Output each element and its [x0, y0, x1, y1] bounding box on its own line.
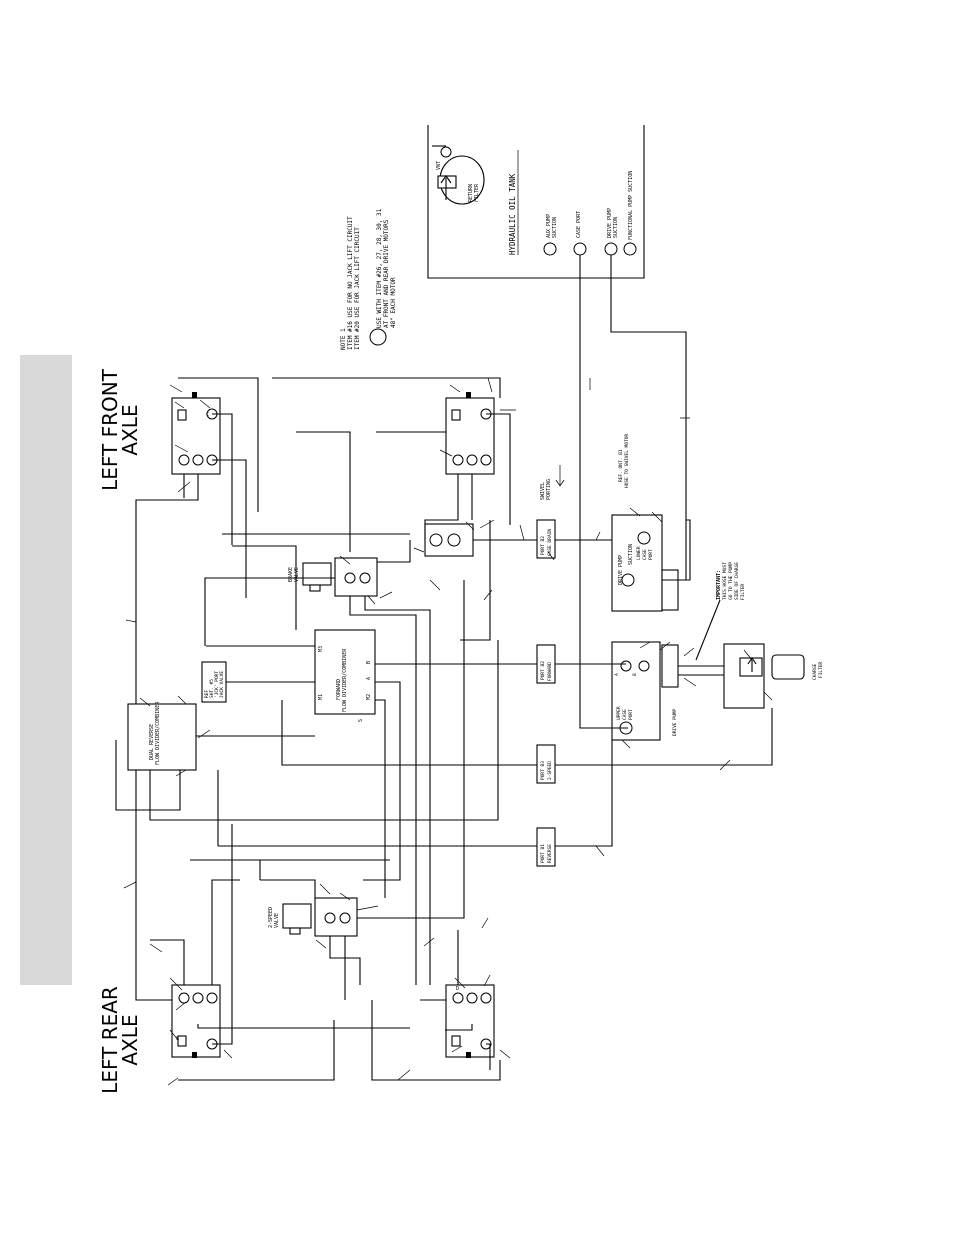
- divider-port-s: S: [358, 719, 364, 722]
- lower-case-label-2: CASE: [642, 549, 648, 560]
- two-speed-label-2: VALVE: [274, 913, 280, 928]
- aux-pump-label-1: AUX PUMP: [546, 214, 552, 238]
- return-filter-label-1: RETURN: [468, 184, 474, 202]
- rear-motor-port-s: S: [176, 1036, 179, 1042]
- drive-pump-lower: DRIVE PUMP SUCTION LOWER CASE PORT REF. …: [611, 434, 679, 612]
- aux-pump-label-2: SUCTION: [552, 217, 558, 238]
- brake-valve-label-2: VALVE: [294, 567, 300, 582]
- drive-pump-upper-label: DRIVE PUMP: [672, 709, 678, 736]
- ref-jack-box: REF SHT. #5 'JCK' PORT JACK VALVE: [201, 661, 227, 703]
- functional-pump-label: FUNCTIONAL PUMP SUCTION: [628, 171, 634, 240]
- hydraulic-oil-tank: VNT RETURN FILTER HYDRAULIC OIL TANK AUX…: [427, 125, 645, 279]
- return-filter-label-2: FILTER: [474, 183, 480, 202]
- port-b3-label-1: PORT B3: [540, 761, 546, 780]
- port-b3-label-2: 2-SPEED: [547, 761, 553, 780]
- ref-jack-label-2: SHT. #5: [209, 679, 215, 698]
- dual-divider-label-2: FLOW DIVIDER/COMBINER: [155, 701, 161, 765]
- lower-case-label-1: LOWER: [636, 546, 642, 560]
- forward-divider-label-2: FLOW DIVIDER/COMBINER: [342, 648, 348, 712]
- port-labels: PORT B2 CASE DRAIN PORT B2 FORWARD PORT …: [536, 519, 556, 867]
- note-block: NOTE 1 ITEM #16 USE FOR NO JACK LIFT CIR…: [340, 208, 397, 350]
- two-speed-valve: 2-SPEED VALVE: [268, 897, 358, 937]
- port-b1-label-2: REVERSE: [547, 844, 553, 863]
- note-line-2: ITEM #16 USE FOR NO JACK LIFT CIRCUIT: [347, 216, 354, 350]
- divider-port-m2: M2: [366, 694, 372, 700]
- port-b1-label-1: PORT B1: [540, 844, 546, 863]
- upper-case-label-2: CASE: [622, 709, 628, 720]
- port-b2-forward-label-1: PORT B2: [540, 661, 546, 680]
- dual-reverse-flow-divider: DUAL REVERSE FLOW DIVIDER/COMBINER: [127, 701, 197, 771]
- ref-jack-label-4: JACK VALVE: [219, 671, 225, 698]
- hose-routing: [115, 255, 773, 1081]
- rear-right-motor: [445, 984, 495, 1058]
- upper-case-label-3: PORT: [628, 709, 634, 720]
- drive-pump-port-b: B: [632, 673, 638, 676]
- note-item-line-2: AT FRONT AND REAR DRIVE MOTORS: [383, 219, 390, 328]
- swivel-block: SWIVEL PORTING: [424, 465, 565, 557]
- upper-case-label-1: UPPER: [616, 706, 622, 720]
- brake-valve: BRAKE VALVE: [288, 557, 378, 597]
- brake-valve-label-1: BRAKE: [288, 567, 294, 582]
- ref-hose-label-2: HOSE TO SWIVEL MOTOR: [624, 434, 630, 488]
- leader-ticks: D S C: [123, 377, 773, 1086]
- important-note: IMPORTANT: THIS HOSE MUST GO TO THE PUMP…: [716, 562, 746, 600]
- drive-pump-suction-label-1: DRIVE PUMP: [607, 208, 613, 238]
- front-motor-port-c: C: [206, 412, 209, 418]
- drive-pump-port-a: A: [614, 673, 620, 676]
- port-b2-forward-label-2: FORWARD: [547, 662, 553, 681]
- side-gray-band: [20, 355, 72, 985]
- forward-divider-label-1: FORWARD: [336, 679, 342, 700]
- dual-divider-label-1: DUAL REVERSE: [149, 724, 155, 760]
- important-title: IMPORTANT:: [716, 570, 722, 600]
- front-left-motor: [171, 392, 221, 475]
- tank-title: HYDRAULIC OIL TANK: [508, 173, 517, 255]
- charge-filter-label-2: FILTER: [818, 661, 824, 678]
- swivel-label-2: PORTING: [546, 479, 552, 500]
- ref-hose-label-1: REF. ONT. B1: [618, 449, 624, 482]
- important-line-3: SIDE OF CHARGE: [734, 562, 740, 600]
- swivel-label-1: SWIVEL: [540, 482, 546, 500]
- divider-port-m1: M1: [318, 694, 324, 700]
- suction-label: SUCTION: [628, 544, 634, 565]
- note-line-1: NOTE 1: [340, 328, 347, 350]
- charge-filter-label-1: CHARGE: [812, 663, 818, 680]
- note-circle-icon: [369, 328, 387, 346]
- port-b2-case-label-1: PORT B2: [540, 536, 546, 555]
- case-port-label: CASE PORT: [576, 211, 582, 238]
- forward-flow-divider: FORWARD FLOW DIVIDER/COMBINER M1 M2 M3 A…: [314, 629, 376, 722]
- divider-port-m3: M3: [318, 646, 324, 652]
- rear-motor-port-d: D: [456, 986, 459, 992]
- ref-jack-label-1: REF: [204, 690, 210, 698]
- note-line-3: ITEM #20 USE FOR JACK LIFT CIRCUIT: [354, 227, 361, 350]
- important-line-4: FILTER: [740, 583, 746, 600]
- charge-filter: CHARGE FILTER: [723, 643, 824, 709]
- lower-case-label-3: PORT: [648, 549, 654, 560]
- drive-pump-upper: A B UPPER CASE PORT DRIVE PUMP: [611, 641, 679, 741]
- note-item-line-1: USE WITH ITEM #26, 27, 28, 30, 31: [376, 208, 383, 328]
- vent-label: VNT: [436, 161, 442, 170]
- drive-pump-lower-label: DRIVE PUMP: [618, 555, 624, 585]
- divider-port-b: B: [366, 661, 372, 664]
- divider-port-a: A: [366, 677, 372, 680]
- important-line-1: THIS HOSE MUST: [722, 562, 728, 600]
- rear-left-motor: [171, 984, 221, 1058]
- port-b2-case-label-2: CASE DRAIN: [547, 529, 553, 556]
- front-right-motor: [445, 392, 495, 475]
- charge-filter-icon: [771, 654, 805, 680]
- drive-pump-suction-label-2: SUCTION: [613, 217, 619, 238]
- important-line-2: GO TO THE PUMP: [728, 562, 734, 600]
- two-speed-label-1: 2-SPEED: [268, 907, 274, 928]
- note-item-line-3: 48" EACH MOTOR: [390, 277, 397, 328]
- ref-jack-label-3: 'JCK' PORT: [214, 671, 220, 698]
